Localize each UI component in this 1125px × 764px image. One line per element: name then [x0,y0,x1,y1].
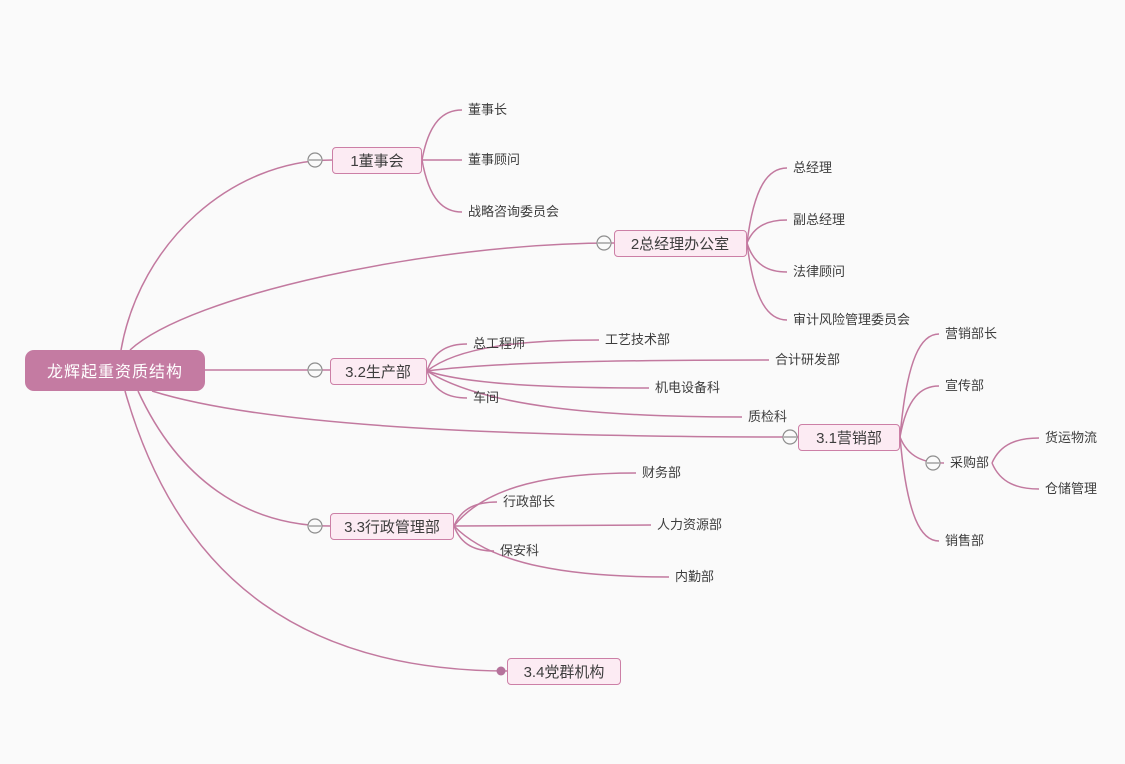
connector-line [426,370,650,389]
node-general-manager[interactable]: 总经理 [793,160,833,175]
node-marketing-director[interactable]: 营销部长 [945,326,998,341]
connector-line [746,167,788,244]
node-quality-inspection-section[interactable]: 质检科 [748,409,788,424]
node-deputy-gm[interactable]: 副总经理 [793,212,846,227]
node-process-tech-dept[interactable]: 工艺技术部 [605,332,671,347]
connector-line [899,333,940,438]
node-freight-logistics[interactable]: 货运物流 [1045,430,1098,445]
node-warehouse-mgmt[interactable]: 仓储管理 [1045,481,1098,496]
node-board[interactable]: 1董事会 [332,146,422,174]
node-electromech-equip-section[interactable]: 机电设备科 [655,380,721,395]
node-legal-advisor[interactable]: 法律顾问 [793,264,846,279]
connector-line [120,159,334,351]
node-audit-risk-committee[interactable]: 审计风险管理委员会 [793,312,911,327]
node-hr-dept[interactable]: 人力资源部 [657,517,723,532]
connector-line [453,472,637,527]
connector-line [129,242,615,351]
connector-line [991,437,1040,464]
connector-line [453,525,670,578]
connector-line [746,242,788,273]
connector-line [453,524,652,527]
branch-dot-icon [496,666,506,676]
node-purchasing-dept[interactable]: 采购部 [950,455,990,470]
connector-line [426,343,468,372]
connector-line [991,462,1040,490]
node-chief-engineer[interactable]: 总工程师 [473,336,526,351]
node-security-section[interactable]: 保安科 [500,543,540,558]
node-chairman[interactable]: 董事长 [468,102,508,117]
node-gm-office[interactable]: 2总经理办公室 [613,229,747,257]
node-internal-service-dept[interactable]: 内勤部 [675,569,715,584]
collapse-minus-icon[interactable] [307,362,323,378]
connector-line [426,359,770,372]
connector-line [426,339,600,372]
connector-line [453,501,498,527]
collapse-minus-icon[interactable] [307,152,323,168]
connector-line [421,159,463,213]
connector-line [137,390,332,527]
collapse-minus-icon[interactable] [925,455,941,471]
node-sales-dept[interactable]: 销售部 [945,533,985,548]
connector-line [426,370,743,418]
connector-line [124,390,509,672]
connector-line [746,219,788,244]
node-workshop[interactable]: 车间 [473,390,500,405]
connector-line [151,390,800,438]
node-party-org[interactable]: 3.4党群机构 [507,657,621,685]
node-finance-dept[interactable]: 财务部 [642,465,682,480]
connector-line [421,109,463,161]
collapse-minus-icon[interactable] [782,429,798,445]
connector-line [899,436,940,542]
node-board-advisor[interactable]: 董事顾问 [468,152,521,167]
node-root[interactable]: 龙辉起重资质结构 [25,349,205,391]
node-admin-director[interactable]: 行政部长 [503,494,556,509]
node-production[interactable]: 3.2生产部 [329,357,427,385]
connector-line [746,242,788,321]
node-publicity-dept[interactable]: 宣传部 [945,378,985,393]
node-marketing[interactable]: 3.1营销部 [798,423,900,451]
node-admin[interactable]: 3.3行政管理部 [330,512,454,540]
collapse-minus-icon[interactable] [596,235,612,251]
connector-line [899,385,940,438]
collapse-minus-icon[interactable] [307,518,323,534]
connector-line [426,370,468,399]
node-strategy-committee[interactable]: 战略咨询委员会 [468,204,560,219]
node-rd-dept[interactable]: 合计研发部 [775,352,841,367]
